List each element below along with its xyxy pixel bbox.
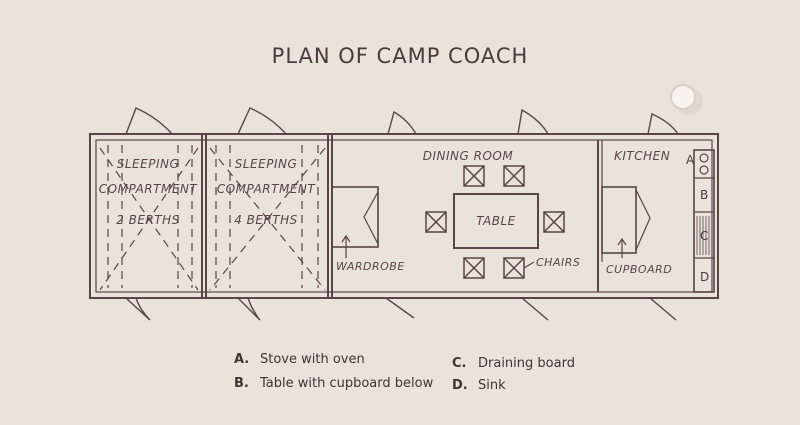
legend-key: D. [452,378,468,393]
fixture-letters: A B C D [686,153,709,284]
chairs-label: CHAIRS [536,256,580,269]
cupboard-label: CUPBOARD [606,263,672,276]
wardrobe-outline [331,186,379,248]
sleeping2-line1: SLEEPING [235,157,298,171]
page-title: PLAN OF CAMP COACH [271,44,529,68]
legend-key: C. [452,356,467,371]
berth-lines [99,145,326,291]
legend-text: Sink [478,378,506,393]
sleeping2-line2: COMPARTMENT [217,182,317,196]
fixtures-column [693,149,715,293]
doors-top [125,107,679,135]
sleeping1-line1: SLEEPING [117,157,180,171]
dining-label: DINING ROOM [423,149,514,163]
chair [463,165,485,187]
stove-burner-2 [699,165,709,175]
dining-table [453,193,539,249]
chair [425,211,447,233]
fixture-c: C [700,229,708,243]
sleeping1-line3: 2 BERTHS [116,213,180,227]
cupboard-outline [601,186,637,254]
chair [503,165,525,187]
cupboard-door [635,189,651,251]
punch-hole [672,86,694,108]
doors-bottom [125,297,677,321]
legend-key: A. [234,352,250,367]
draining-board-ribs [696,216,713,255]
room-labels: SLEEPING COMPARTMENT 2 BERTHS SLEEPING C… [99,149,672,276]
legend-item-c: C. Draining board [452,356,575,371]
wardrobe-label: WARDROBE [336,260,405,273]
coach-outer-wall [89,133,719,299]
fixture-a: A [686,153,695,167]
legend-item-d: D. Sink [452,378,506,393]
sleeping2-line3: 4 BERTHS [234,213,298,227]
kitchen-label: KITCHEN [614,149,670,163]
legend-item-b: B. Table with cupboard below [234,376,433,391]
chair [503,257,525,279]
fixture-d: D [700,270,709,284]
table-label: TABLE [476,214,515,228]
stove-burner-1 [699,153,709,163]
legend-text: Stove with oven [260,352,365,367]
chairs [425,165,565,279]
legend-text: Draining board [478,356,575,371]
chair [543,211,565,233]
legend-key: B. [234,376,249,391]
legend-text: Table with cupboard below [260,376,434,391]
chairs-arrow [523,261,535,269]
fixture-b: B [700,188,708,202]
legend-item-a: A. Stove with oven [234,352,365,367]
wardrobe-door [363,191,379,245]
sleeping1-line2: COMPARTMENT [99,182,199,196]
chair [463,257,485,279]
